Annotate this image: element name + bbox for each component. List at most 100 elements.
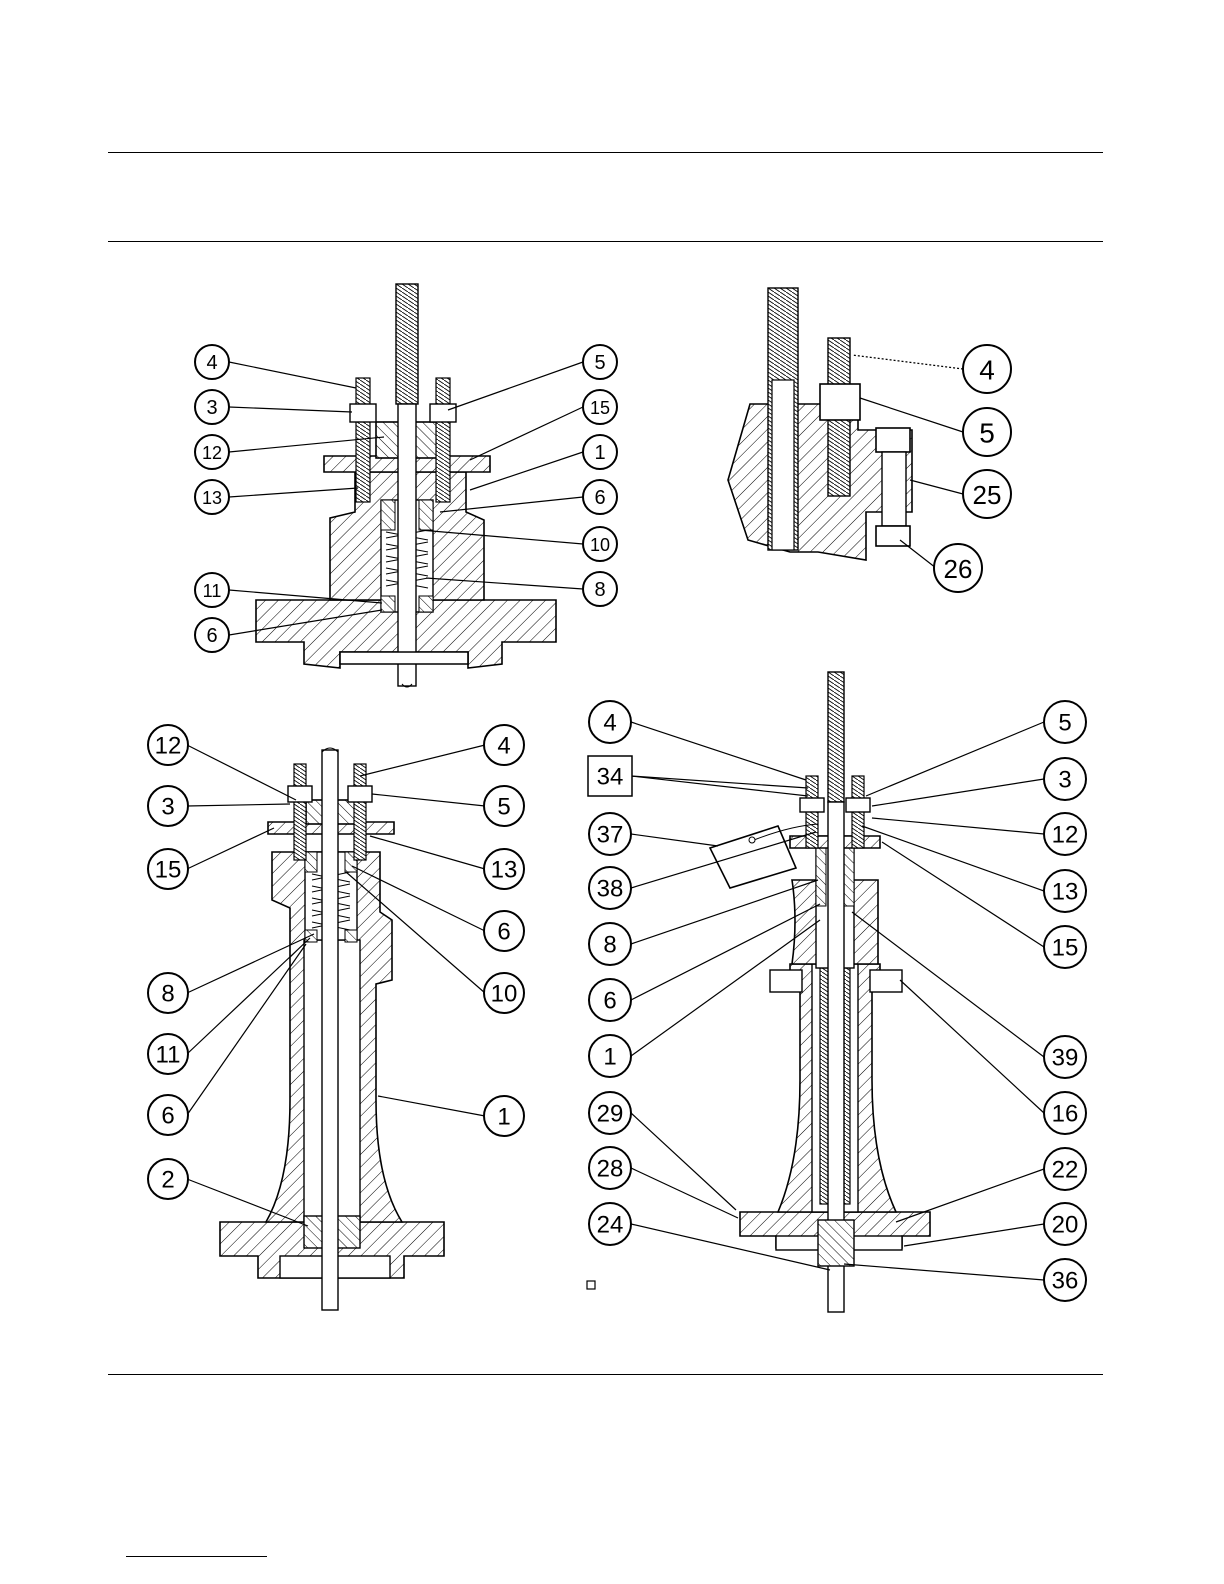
callout: 6 <box>195 618 229 652</box>
callout-label: 13 <box>491 857 518 884</box>
view-bottom-right <box>587 672 930 1312</box>
callout: 4 <box>963 345 1011 393</box>
callout-label: 11 <box>156 1042 181 1069</box>
callout-label: 3 <box>1058 767 1071 794</box>
callout-label: 12 <box>202 443 222 463</box>
callout-label: 1 <box>594 442 605 464</box>
callout-label: 34 <box>597 764 624 791</box>
side-bolt-right <box>870 970 902 992</box>
stem-bl <box>322 750 338 1310</box>
callout-box: 34 <box>588 756 632 796</box>
callouts-top-right: 4 5 25 26 <box>934 345 1011 592</box>
callout-label: 6 <box>594 487 605 509</box>
callout: 5 <box>1044 701 1086 743</box>
callout: 4 <box>195 345 229 379</box>
callout: 22 <box>1044 1148 1086 1190</box>
callout-label: 4 <box>497 733 510 760</box>
cap-screw-head <box>876 428 910 452</box>
callout-label: 1 <box>603 1044 616 1071</box>
callout: 38 <box>589 867 631 909</box>
callout-label: 6 <box>206 625 217 647</box>
callout-label: 6 <box>603 988 616 1015</box>
callout: 12 <box>148 725 188 765</box>
callout: 37 <box>589 813 631 855</box>
callout: 13 <box>1044 870 1086 912</box>
callout-label: 15 <box>155 857 182 884</box>
callout-label: 22 <box>1052 1157 1079 1184</box>
callout-label: 5 <box>1058 710 1071 737</box>
callout-label: 8 <box>594 579 605 601</box>
callout: 11 <box>195 573 229 607</box>
callout-label: 36 <box>1052 1268 1079 1295</box>
callout: 15 <box>1044 926 1086 968</box>
callout: 4 <box>484 725 524 765</box>
stud-nut <box>820 384 860 420</box>
hex-nut <box>876 526 910 546</box>
callout: 13 <box>195 480 229 514</box>
callout: 5 <box>583 345 617 379</box>
callout: 10 <box>583 527 617 561</box>
callout: 2 <box>148 1159 188 1199</box>
callout-label: 37 <box>597 822 624 849</box>
callout-label: 5 <box>979 418 995 449</box>
callout: 36 <box>1044 1259 1086 1301</box>
callout-label: 39 <box>1052 1045 1079 1072</box>
side-bolt-left <box>770 970 802 992</box>
view-top-left <box>256 284 556 687</box>
callout: 15 <box>148 849 188 889</box>
callout: 5 <box>484 786 524 826</box>
callout-label: 28 <box>597 1156 624 1183</box>
callout-label: 6 <box>497 919 510 946</box>
callout-label: 5 <box>497 794 510 821</box>
callout: 1 <box>484 1096 524 1136</box>
callout: 8 <box>148 973 188 1013</box>
callout: 16 <box>1044 1092 1086 1134</box>
callout-label: 8 <box>161 981 174 1008</box>
callout-label: 26 <box>944 554 973 584</box>
callout-label: 24 <box>597 1212 624 1239</box>
callout: 3 <box>1044 758 1086 800</box>
callout-label: 5 <box>594 352 605 374</box>
callout-label: 38 <box>597 876 624 903</box>
callout: 28 <box>589 1147 631 1189</box>
callout-label: 2 <box>161 1167 174 1194</box>
callout: 39 <box>1044 1036 1086 1078</box>
callout-label: 13 <box>1052 879 1079 906</box>
callout-label: 10 <box>590 535 610 555</box>
callout: 20 <box>1044 1203 1086 1245</box>
callout-label: 16 <box>1052 1101 1079 1128</box>
callout-label: 25 <box>973 480 1002 510</box>
callout: 1 <box>583 435 617 469</box>
callout: 6 <box>484 911 524 951</box>
callout: 26 <box>934 544 982 592</box>
actuator-stem <box>398 404 416 686</box>
callout: 3 <box>195 390 229 424</box>
gasket-br <box>818 1220 854 1266</box>
callout-label: 8 <box>603 932 616 959</box>
view-top-right <box>728 288 912 560</box>
stem-threaded <box>396 284 418 404</box>
callout-label: 13 <box>202 488 222 508</box>
callout: 29 <box>589 1092 631 1134</box>
tag <box>710 826 796 888</box>
callout: 4 <box>589 701 631 743</box>
callout: 6 <box>583 480 617 514</box>
callout: 6 <box>148 1095 188 1135</box>
view-bottom-left <box>220 748 444 1310</box>
callout: 8 <box>583 572 617 606</box>
callout-label: 10 <box>491 981 518 1008</box>
callout: 1 <box>589 1035 631 1077</box>
callout: 24 <box>589 1203 631 1245</box>
callout-label: 15 <box>1052 935 1079 962</box>
callout-label: 3 <box>206 397 217 419</box>
cap-screw <box>882 452 906 526</box>
callout: 6 <box>589 979 631 1021</box>
stem-threaded-br <box>828 672 844 802</box>
legend-square <box>587 1281 595 1289</box>
callout: 8 <box>589 923 631 965</box>
callout-label: 1 <box>497 1104 510 1131</box>
callout-label: 20 <box>1052 1212 1079 1239</box>
callout: 12 <box>195 435 229 469</box>
callout: 5 <box>963 408 1011 456</box>
